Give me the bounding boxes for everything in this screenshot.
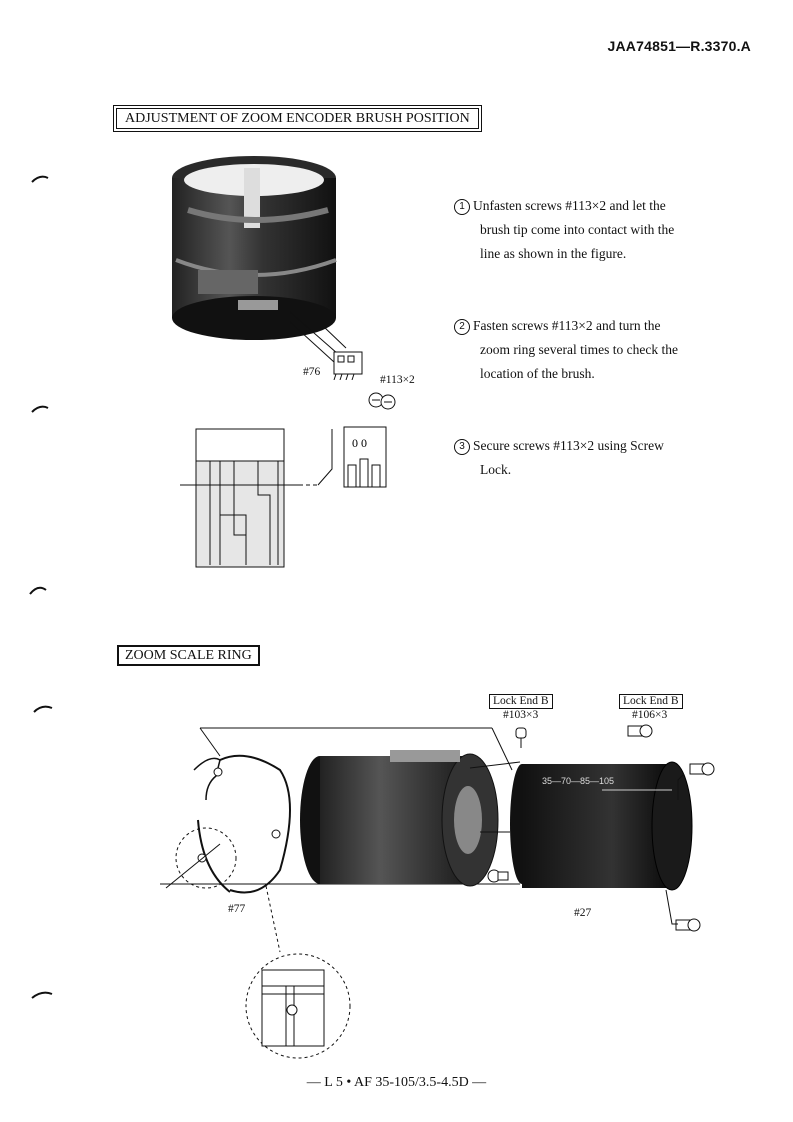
screw-label-106: #106×3: [632, 709, 668, 721]
section-title-text: ZOOM SCALE RING: [118, 646, 259, 665]
part-label-76: #76: [303, 366, 321, 378]
step-line: line as shown in the figure.: [480, 246, 627, 261]
lock-end-label-2: Lock End B: [619, 694, 683, 709]
section-title-text: ADJUSTMENT OF ZOOM ENCODER BRUSH POSITIO…: [116, 108, 479, 129]
zoom-encoder-photo: [172, 156, 337, 340]
margin-mark: [31, 175, 49, 183]
encoder-pattern-diagram: 0 0: [180, 426, 387, 568]
margin-mark: [31, 405, 49, 413]
document-id: JAA74851—R.3370.A: [607, 38, 751, 54]
svg-text:0 0: 0 0: [352, 436, 367, 450]
step-line: location of the brush.: [480, 366, 595, 381]
step-line: brush tip come into contact with the: [480, 222, 675, 237]
screw-icon: [368, 392, 396, 410]
page-footer: — L 5 • AF 35-105/3.5-4.5D —: [306, 1075, 487, 1090]
step-number: 3: [454, 439, 470, 455]
step-number: 1: [454, 199, 470, 215]
lock-end-label-1: Lock End B: [489, 694, 553, 709]
margin-mark: [31, 991, 53, 999]
part-label-77: #77: [228, 903, 246, 915]
step-line: Fasten screws #113×2 and turn the: [473, 318, 661, 333]
screw-label-113: #113×2: [380, 374, 415, 386]
brush-part-drawing: [290, 303, 363, 380]
part-label-27: #27: [574, 907, 592, 919]
section-title-zoom-encoder: ADJUSTMENT OF ZOOM ENCODER BRUSH POSITIO…: [113, 105, 482, 132]
margin-mark: [33, 705, 53, 713]
svg-text:35—70—85—105: 35—70—85—105: [542, 776, 614, 786]
step-line: Lock.: [480, 462, 512, 477]
step-line: Unfasten screws #113×2 and let the: [473, 198, 666, 213]
section-title-zoom-scale-ring: ZOOM SCALE RING: [117, 645, 260, 666]
margin-mark: [29, 586, 47, 595]
zoom-scale-ring-exploded-view: 35—70—85—105: [160, 724, 715, 1059]
step-line: Secure screws #113×2 using Screw: [473, 438, 664, 453]
step-line: zoom ring several times to check the: [480, 342, 678, 357]
step-number: 2: [454, 319, 470, 335]
screw-label-103: #103×3: [503, 709, 539, 721]
